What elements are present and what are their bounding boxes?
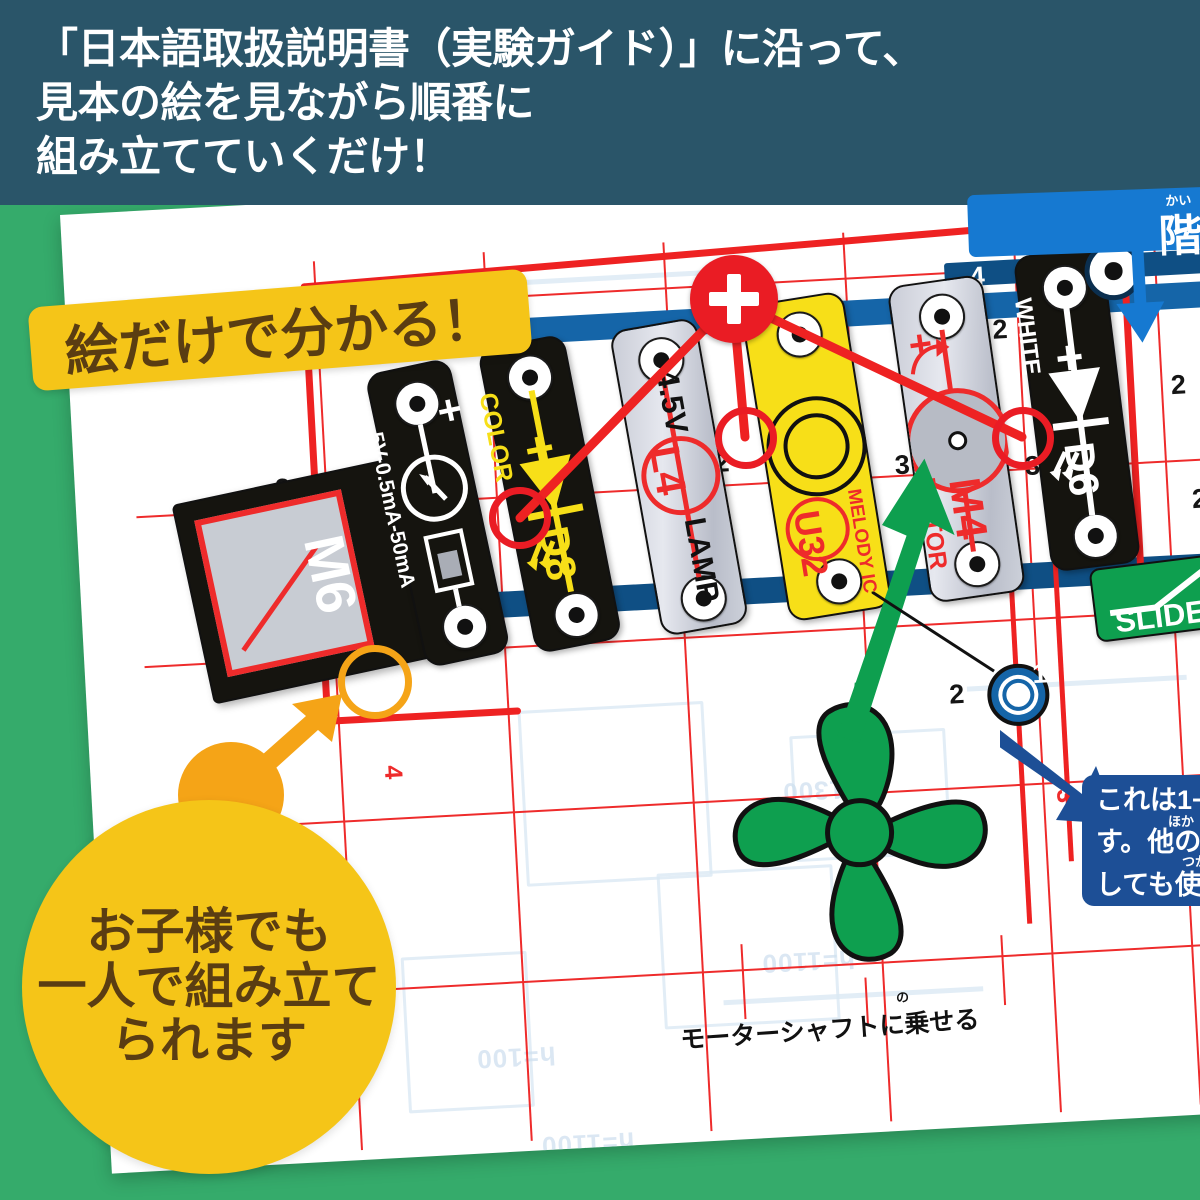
caption-ruby: の — [895, 989, 910, 1006]
part-label-m6-plus: + — [432, 384, 467, 436]
snap-m6-bottom[interactable] — [437, 599, 493, 655]
callout-circle-line-1: お子様でも — [86, 904, 332, 959]
snap-u32-top[interactable] — [773, 308, 827, 361]
propeller-graphic — [732, 675, 988, 962]
ghost-box-1 — [517, 700, 713, 887]
grid-number-7: 2 — [991, 313, 1009, 345]
callout-blue-bar-step: かい 階 — [967, 184, 1200, 262]
grid-number-red-1: 3 — [1050, 788, 1080, 804]
bubble-ruby-tsuka: つか — [1182, 854, 1200, 869]
plus-node-main — [690, 255, 778, 343]
highlight-ring-u32 — [715, 407, 777, 469]
highlight-ring-m6-spec — [338, 645, 412, 719]
highlight-ring-d6 — [992, 407, 1054, 469]
part-m6-body[interactable]: + 5V-0.5mA-50mA — [364, 357, 512, 669]
grid-line-v6 — [1151, 215, 1200, 1105]
connector-number-secondary: 2 — [948, 678, 966, 710]
blue-bar-title: 階 — [1157, 211, 1200, 262]
meter-symbol-icon — [400, 454, 468, 522]
part-d6-white-led[interactable]: WHITE D6 + — [1009, 245, 1142, 573]
bubble-line-2: す。他の — [1096, 827, 1200, 858]
part-label-d6-code: D6 — [1055, 439, 1109, 499]
callout-circle-easy-assembly: お子様でも 一人で組み立て られます — [22, 800, 396, 1174]
bubble-line-3: しても使 — [1096, 869, 1200, 900]
callout-circle-line-3: られます — [110, 1014, 307, 1069]
connector-number-label: 1 — [1031, 658, 1049, 690]
ghost-box-4 — [400, 950, 535, 1114]
header-title: 「日本語取扱説明書（実験ガイド）」に沿って、 見本の絵を見ながら順番に 組み立て… — [36, 25, 924, 181]
part-s1-slide-switch[interactable]: SLIDE S1 SW — [1088, 528, 1200, 643]
callout-circle-line-2: 一人で組み立て — [37, 959, 381, 1014]
grid-number-5: 3 — [893, 449, 911, 481]
grid-number-red-0: 4 — [378, 764, 408, 781]
header-band: 「日本語取扱説明書（実験ガイド）」に沿って、 見本の絵を見ながら順番に 組み立て… — [0, 0, 1200, 205]
white-led-symbol-icon — [1048, 300, 1110, 516]
grid-number-8: 2 — [1170, 369, 1187, 401]
meter-needle — [241, 544, 320, 652]
bubble-ruby-hoka: ほか — [1168, 814, 1195, 829]
callout-blue-bubble-note: ほか つか これは1− す。他の しても使 — [1082, 775, 1200, 906]
highlight-ring-d8 — [489, 487, 551, 549]
switch-symbol-icon — [1109, 569, 1200, 617]
part-label-m4-code: M4 — [939, 474, 997, 543]
grid-number-9: 2 — [1191, 483, 1200, 515]
part-m6-meter[interactable]: M6 — [171, 452, 458, 705]
part-label-l4-code: L4 — [640, 441, 696, 499]
ghost-text-2: h=100 — [475, 1040, 557, 1075]
